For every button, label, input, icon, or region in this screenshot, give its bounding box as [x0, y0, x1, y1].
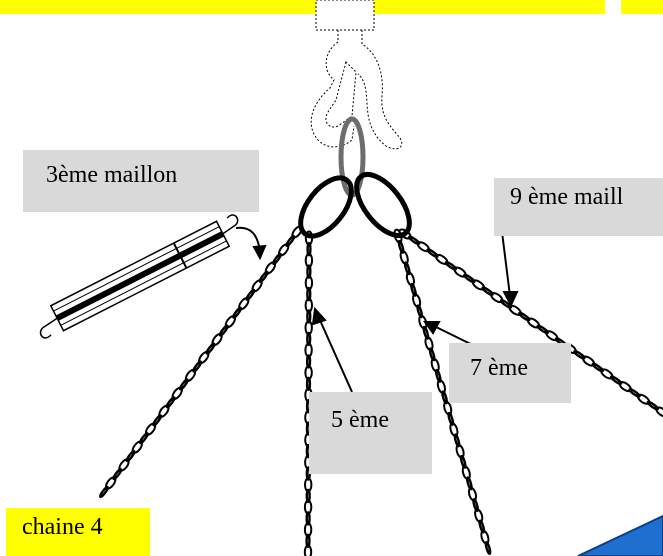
chain-link [591, 362, 604, 373]
chain-link [306, 264, 312, 279]
chain-link [463, 273, 476, 284]
chain-link [397, 239, 405, 254]
chain-strand-1 [99, 225, 303, 499]
corner-blue-shape [577, 514, 663, 556]
chain-link [447, 411, 455, 426]
chain-link [444, 260, 458, 271]
chain-link [434, 368, 442, 383]
label-third-link: 3ème maillon [23, 150, 259, 212]
chain-link [258, 270, 269, 283]
chain-link [459, 454, 467, 469]
chain-link [205, 342, 216, 355]
chain-link [306, 309, 312, 324]
chain-link [285, 234, 296, 248]
chain-link [306, 242, 312, 257]
chain-link [218, 324, 229, 337]
chain-link [192, 360, 203, 373]
chain-link [403, 261, 411, 276]
chain-link [609, 375, 623, 386]
chain-link [453, 433, 461, 448]
chain-link [518, 311, 531, 322]
chain-link [305, 511, 311, 526]
chain-link [481, 286, 494, 297]
chain-link [484, 541, 492, 555]
chain-link [232, 306, 243, 319]
label-ninth-link: 9 ème maill [494, 178, 663, 236]
chain-link [178, 378, 189, 391]
chain-link [646, 400, 659, 411]
chain-link [472, 498, 479, 512]
chain-link [536, 324, 549, 335]
chain-link [305, 488, 311, 504]
chains [99, 225, 663, 556]
chain-link [655, 406, 663, 418]
chain-link [165, 396, 176, 409]
chain-link [428, 347, 436, 362]
label-chain-4: chaine 4 [6, 508, 150, 556]
label-fifth: 5 ème [309, 392, 432, 474]
chain-link [138, 432, 149, 445]
right-black-ring [354, 172, 412, 238]
chain-link [441, 390, 448, 405]
chain-link [125, 450, 136, 463]
crane-hook [310, 0, 403, 150]
chain-link [303, 544, 313, 556]
chain-link [422, 325, 430, 340]
chain-link [408, 235, 421, 246]
chain-link [152, 414, 163, 427]
chain-link [306, 286, 312, 302]
chain-link [416, 304, 424, 319]
dynamometer [39, 214, 239, 339]
top-banner-right [621, 0, 663, 14]
chain-link [99, 485, 109, 499]
chain-strand-4 [398, 228, 663, 418]
chain-link [305, 376, 312, 391]
label-seventh: 7 ème [449, 343, 571, 403]
left-black-ring [298, 175, 354, 239]
chain-link [245, 288, 256, 301]
chain-link [305, 533, 311, 548]
chain-link [426, 248, 439, 258]
chain-link [306, 331, 312, 347]
chain-link [410, 282, 417, 297]
chain-link [573, 349, 586, 360]
top-banner-left [0, 0, 605, 14]
chain-link [478, 519, 486, 534]
chain-link [112, 468, 123, 481]
chain-link [628, 388, 641, 398]
chain-link [499, 299, 513, 309]
chain-link [272, 252, 282, 265]
chain-link [305, 354, 312, 369]
chain-link [466, 476, 473, 491]
